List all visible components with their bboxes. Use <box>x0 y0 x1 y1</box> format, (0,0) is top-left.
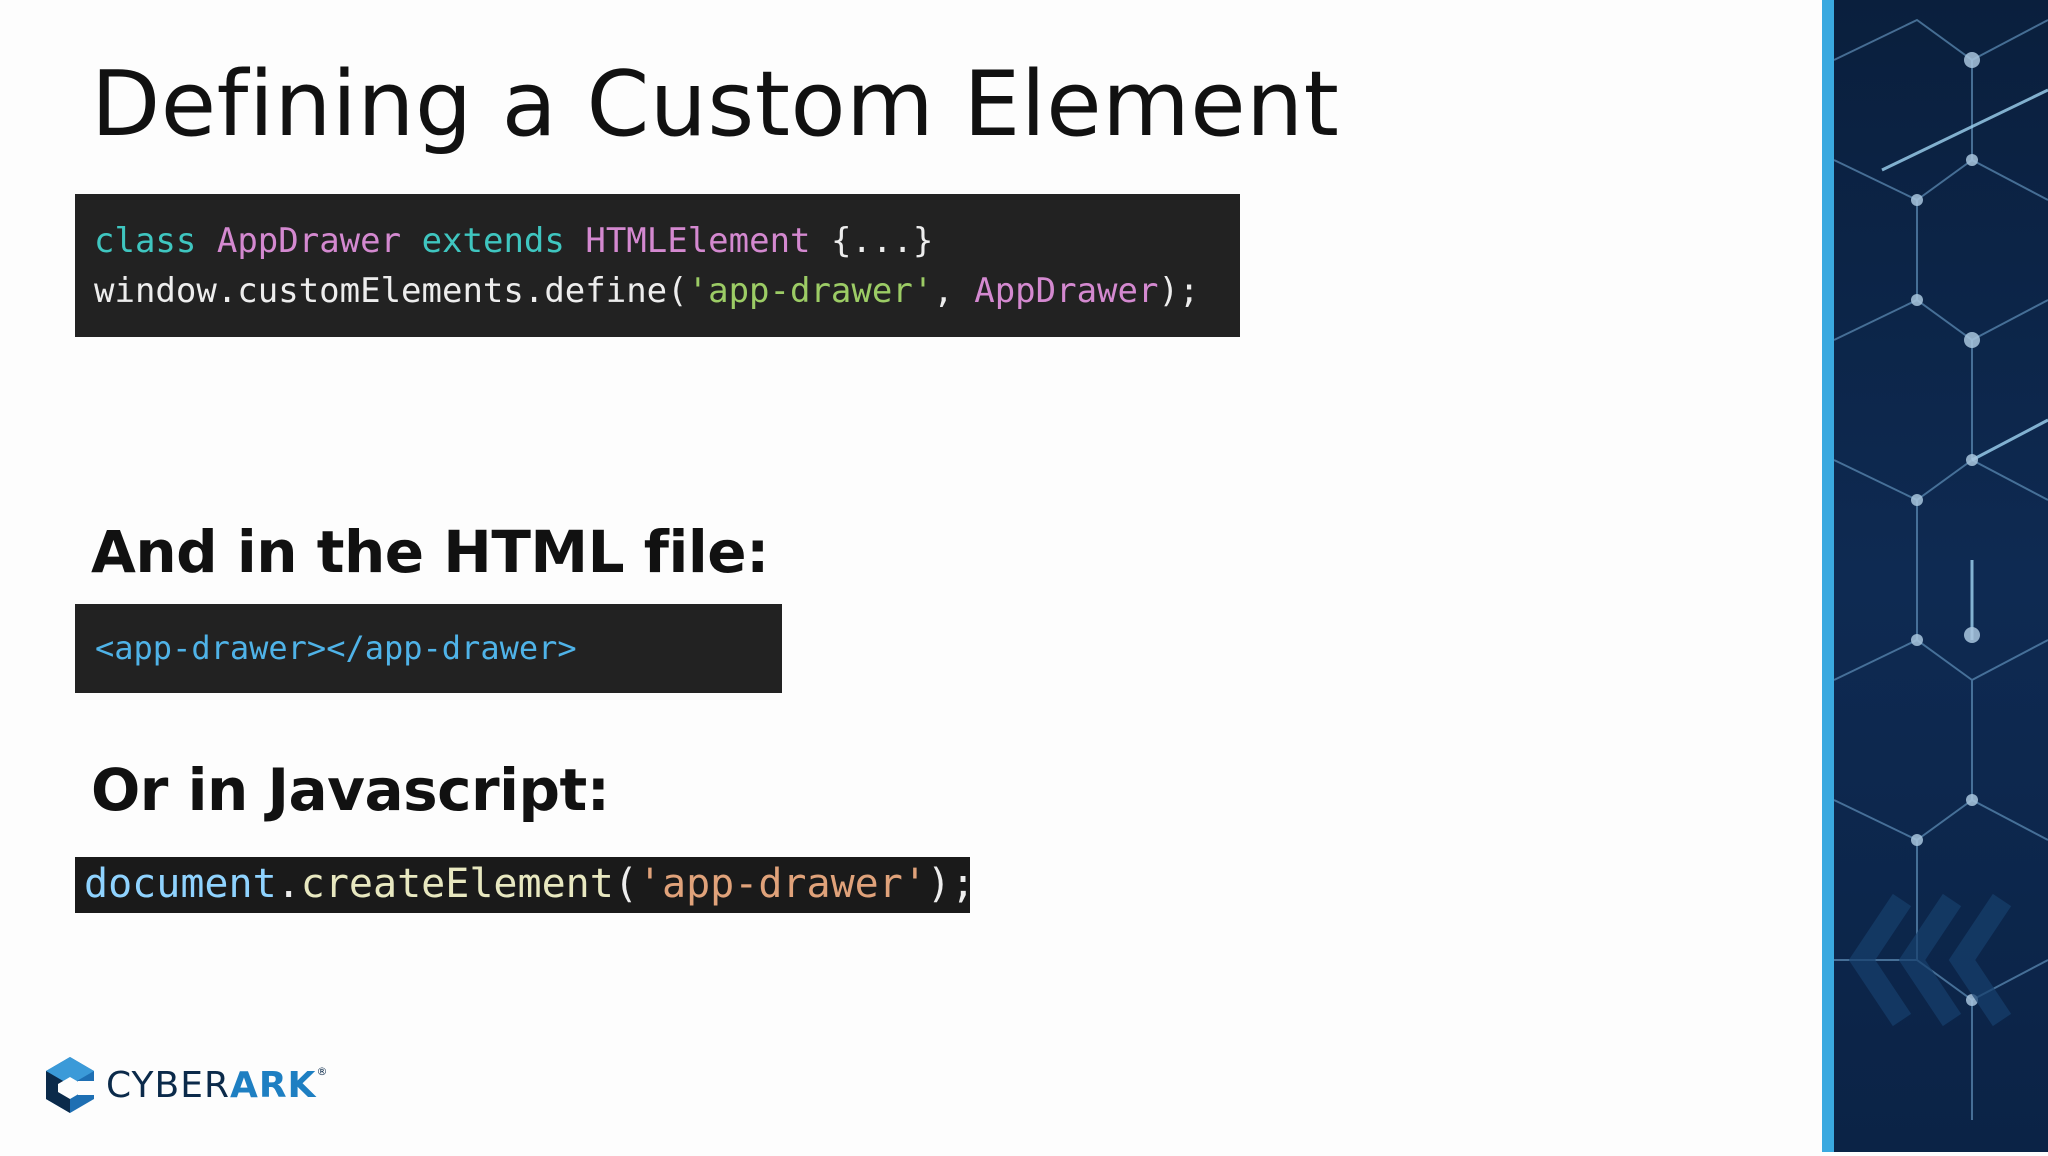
code-call: window.customElements.define( <box>94 271 688 311</box>
cyberark-logo: CYBERARK® <box>44 1054 328 1116</box>
code-function: createElement <box>300 861 614 907</box>
code-class-name: HTMLElement <box>585 221 811 261</box>
code-comma: , <box>933 271 975 311</box>
code-class-name: AppDrawer <box>974 271 1159 311</box>
decorative-side-panel <box>1822 0 2048 1152</box>
slide-title: Defining a Custom Element <box>91 52 1340 157</box>
code-string: 'app-drawer' <box>687 271 934 311</box>
cyberark-hex-icon <box>46 1057 96 1113</box>
code-keyword: class <box>94 221 197 261</box>
subheading-javascript: Or in Javascript: <box>91 756 610 824</box>
code-block-html: <app-drawer></app-drawer> <box>75 604 782 693</box>
logo-ark-text: ARK <box>229 1064 317 1106</box>
code-body: {...} <box>831 221 934 261</box>
code-dot: . <box>276 861 301 907</box>
code-line-2: window.customElements.define('app-drawer… <box>94 271 1199 311</box>
code-keyword: extends <box>421 221 565 261</box>
code-string: 'app-drawer' <box>637 861 927 907</box>
code-class-name: AppDrawer <box>216 221 402 261</box>
code-html-tag: <app-drawer></app-drawer> <box>95 629 577 667</box>
logo-registered-mark: ® <box>316 1064 329 1078</box>
code-object: document <box>84 861 277 907</box>
code-block-javascript: document.createElement('app-drawer'); <box>75 857 975 913</box>
network-pattern-graphic <box>1822 0 2048 1152</box>
code-line-1: class AppDrawer extends HTMLElement {...… <box>94 221 933 261</box>
logo-wordmark: CYBERARK® <box>106 1065 328 1106</box>
code-block-define: class AppDrawer extends HTMLElement {...… <box>75 194 1240 337</box>
subheading-html: And in the HTML file: <box>91 518 769 586</box>
logo-cyber-text: CYBER <box>106 1064 230 1106</box>
code-close-paren: ); <box>926 861 976 907</box>
code-close: ); <box>1158 271 1200 311</box>
code-open-paren: ( <box>613 861 638 907</box>
